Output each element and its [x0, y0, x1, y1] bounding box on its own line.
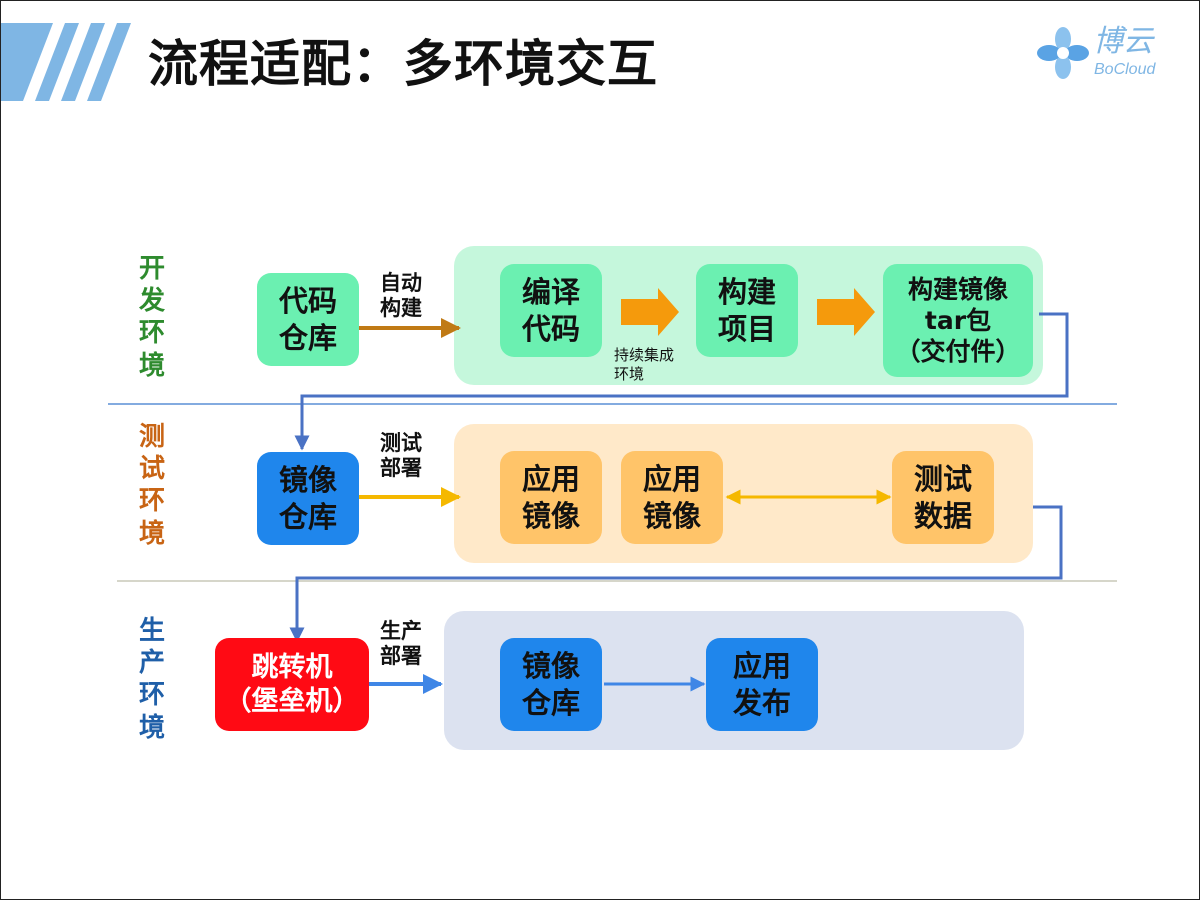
test-data-box: 测试 数据 — [892, 451, 994, 544]
build-to-image-arrow — [817, 288, 875, 336]
stage-label-dev: 开 发 环 境 — [138, 254, 165, 381]
logo-text-cn: 博云 — [1093, 24, 1153, 59]
stage-label-test: 测 试 环 境 — [138, 422, 165, 549]
code-repo-box: 代码 仓库 — [257, 273, 359, 366]
title-stripes-decoration — [1, 23, 141, 101]
app-image-box-2: 应用 镜像 — [621, 451, 723, 544]
logo-text-en: BoCloud — [1094, 61, 1156, 78]
prod-image-repo-box: 镜像 仓库 — [500, 638, 602, 731]
app-release-box: 应用 发布 — [706, 638, 818, 731]
auto-build-label: 自动 构建 — [380, 271, 422, 321]
bocloud-logo: 博云 BoCloud — [1037, 25, 1177, 83]
test-image-repo-box: 镜像 仓库 — [257, 452, 359, 545]
app-image-box-1: 应用 镜像 — [500, 451, 602, 544]
prod-deploy-label: 生产 部署 — [380, 619, 422, 669]
jump-host-box: 跳转机 （堡垒机） — [215, 638, 369, 731]
compile-to-build-arrow — [621, 288, 679, 336]
dev-to-test-connector — [294, 312, 1069, 451]
compile-code-box: 编译 代码 — [500, 264, 602, 357]
test-to-prod-connector — [289, 505, 1063, 643]
logo-flower-icon — [1037, 27, 1089, 79]
ci-env-label: 持续集成 环境 — [614, 346, 675, 383]
build-image-tar-box: 构建镜像 tar包 （交付件） — [883, 264, 1033, 377]
stage-label-prod: 生 产 环 境 — [138, 616, 165, 743]
build-project-box: 构建 项目 — [696, 264, 798, 357]
test-deploy-label: 测试 部署 — [380, 431, 422, 481]
page-title: 流程适配：多环境交互 — [148, 35, 658, 93]
